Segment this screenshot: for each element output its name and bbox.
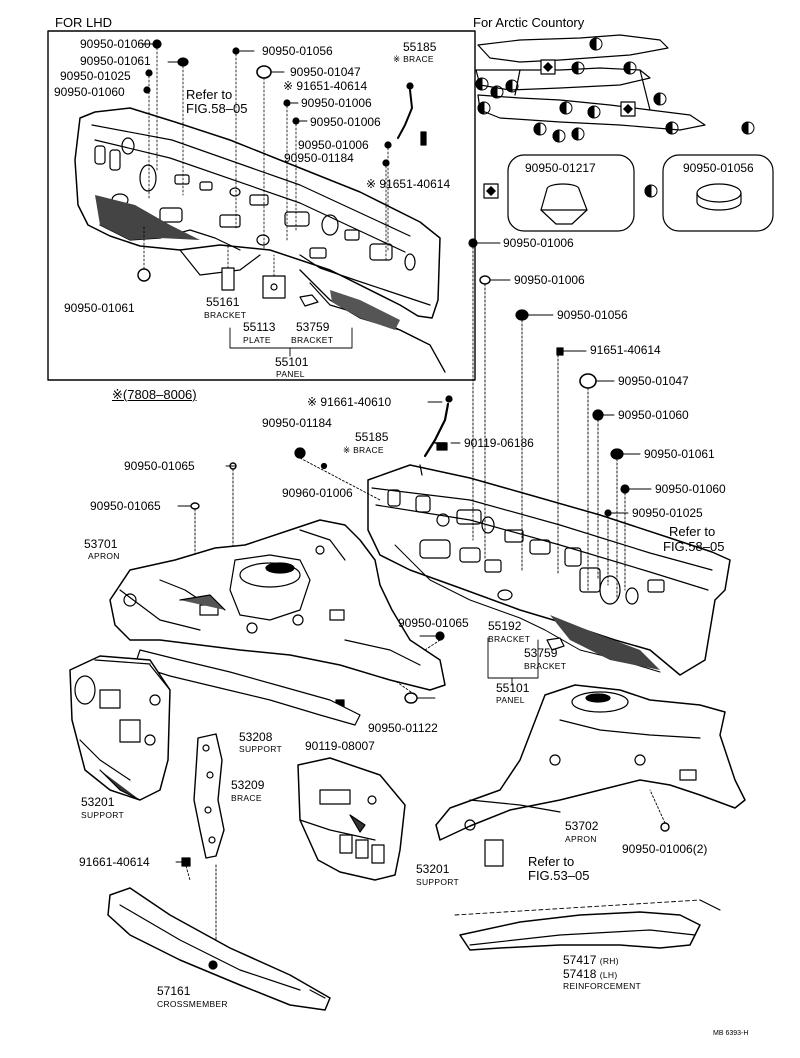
apron-left-number[interactable]: 53701 (84, 537, 118, 551)
apron-left (109, 519, 446, 726)
inset-part-13[interactable]: 90950-01061 (64, 301, 135, 315)
inset-part-11[interactable]: 90950-01184 (284, 151, 354, 165)
inset-dash-panel (74, 39, 446, 373)
part-r3[interactable]: 90950-01056 (557, 308, 628, 322)
inset-part-9[interactable]: 90950-01006 (310, 115, 381, 129)
main-bracket2-name: BRACKET (524, 661, 567, 671)
support1-name: SUPPORT (239, 744, 283, 754)
main-ref-line1: Refer to (669, 524, 716, 539)
support2-number[interactable]: 53201 (81, 795, 115, 809)
grommet-box-2 (662, 154, 774, 232)
inset-bracket2-number[interactable]: 53759 (296, 320, 330, 334)
part-r2[interactable]: 90950-01006 (514, 273, 585, 287)
reinforcement-rh-number[interactable]: 57417 (RH) (563, 953, 619, 967)
part-r4[interactable]: 91651-40614 (590, 343, 661, 357)
apron-right-number[interactable]: 53702 (565, 819, 599, 833)
main-dash-panel (367, 395, 731, 676)
inset-part-7[interactable]: ※ 91651-40614 (283, 79, 368, 93)
main-panel-name: PANEL (496, 695, 525, 705)
part-b1[interactable]: ※ 91661-40610 (307, 395, 392, 409)
main-ref-line4[interactable]: FIG.53–05 (528, 868, 590, 883)
inset-part-10[interactable]: 90950-01006 (298, 138, 369, 152)
part-b2[interactable]: 90950-01184 (262, 416, 332, 430)
main-panel-number[interactable]: 55101 (496, 681, 530, 695)
inset-plate-name: PLATE (243, 335, 271, 345)
main-bracket-name: BRACKET (488, 634, 531, 644)
support3-name: SUPPORT (416, 877, 460, 887)
brace-53209 (193, 733, 225, 859)
grommet-drawings (540, 183, 742, 225)
apron-right (435, 684, 746, 867)
part-r8[interactable]: 90950-01060 (655, 482, 726, 496)
inset-bracket-name: BRACKET (204, 310, 247, 320)
part-r5[interactable]: 90950-01047 (618, 374, 689, 388)
inset-bracket-number[interactable]: 55161 (206, 295, 240, 309)
inset-ref-line2[interactable]: FIG.58–05 (186, 101, 248, 116)
part-b5[interactable]: 90960-01006 (282, 486, 353, 500)
apron-right-name: APRON (565, 834, 597, 844)
arctic-tube-drawing (475, 34, 755, 199)
part-r7[interactable]: 90950-01061 (644, 447, 715, 461)
crossmember-name: CROSSMEMBER (157, 999, 228, 1009)
brace2-number[interactable]: 53209 (231, 778, 265, 792)
main-brace-number[interactable]: 55185 (355, 430, 389, 444)
inset-part-8[interactable]: 90950-01006 (301, 96, 372, 110)
main-ref-line3: Refer to (528, 854, 575, 869)
support1-number[interactable]: 53208 (239, 730, 273, 744)
inset-ref-line1: Refer to (186, 87, 233, 102)
main-bracket2-number[interactable]: 53759 (524, 646, 558, 660)
brace2-name: BRACE (231, 793, 262, 803)
reinforcement-lh-number[interactable]: 57418 (LH) (563, 967, 618, 981)
part-b6[interactable]: 90950-01065 (90, 499, 161, 513)
lhd-inset-frame (47, 30, 476, 381)
part-r9[interactable]: 90950-01025 (632, 506, 703, 520)
support2-name: SUPPORT (81, 810, 125, 820)
part-b8[interactable]: 90950-01122 (368, 721, 438, 735)
crossmember-number[interactable]: 57161 (157, 984, 191, 998)
main-bracket-number[interactable]: 55192 (488, 619, 522, 633)
inset-panel-number[interactable]: 55101 (275, 355, 309, 369)
arctic-grommet-1[interactable]: 90950-01217 (525, 161, 596, 175)
inset-part-2[interactable]: 90950-01061 (80, 54, 151, 68)
reinforcement-name: REINFORCEMENT (563, 981, 642, 991)
main-ref-line2[interactable]: FIG.58–05 (663, 539, 725, 554)
part-b10[interactable]: 90950-01006(2) (622, 842, 708, 856)
arctic-grommet-2[interactable]: 90950-01056 (683, 161, 754, 175)
apron-left-name: APRON (88, 551, 120, 561)
inset-part-5[interactable]: 90950-01056 (262, 44, 333, 58)
part-b7[interactable]: 90950-01065 (398, 616, 469, 630)
crossmember (107, 887, 331, 1011)
reinforcement (454, 899, 721, 951)
support-left (69, 655, 171, 801)
inset-part-1[interactable]: 90950-01060 (80, 37, 151, 51)
part-r1[interactable]: 90950-01006 (503, 236, 574, 250)
part-b9[interactable]: 90119-08007 (305, 739, 375, 753)
grommet-box-1 (507, 154, 635, 232)
support-center (297, 757, 406, 881)
inset-bracket2-name: BRACKET (291, 335, 334, 345)
part-b4[interactable]: 90950-01065 (124, 459, 195, 473)
main-brace-name: ※ BRACE (343, 445, 384, 455)
for-lhd-title: FOR LHD (55, 15, 113, 30)
inset-part-3[interactable]: 90950-01025 (60, 69, 131, 83)
part-r6[interactable]: 90950-01060 (618, 408, 689, 422)
main-leaders (175, 242, 666, 961)
part-b3[interactable]: 90119-06186 (464, 436, 534, 450)
inset-brace-name: ※ BRACE (393, 54, 434, 64)
inset-part-4[interactable]: 90950-01060 (54, 85, 125, 99)
inset-part-6[interactable]: 90950-01047 (290, 65, 361, 79)
arctic-title: For Arctic Countory (473, 15, 585, 30)
inset-part-12[interactable]: ※ 91651-40614 (366, 177, 451, 191)
part-b11[interactable]: 91661-40614 (79, 855, 150, 869)
diagram-code: MB 6393-H (713, 1030, 749, 1037)
asterisk-note: ※(7808–8006) (112, 387, 197, 402)
inset-panel-name: PANEL (276, 369, 305, 379)
support3-number[interactable]: 53201 (416, 862, 450, 876)
inset-plate-number[interactable]: 55113 (243, 320, 276, 334)
inset-brace-number[interactable]: 55185 (403, 40, 437, 54)
